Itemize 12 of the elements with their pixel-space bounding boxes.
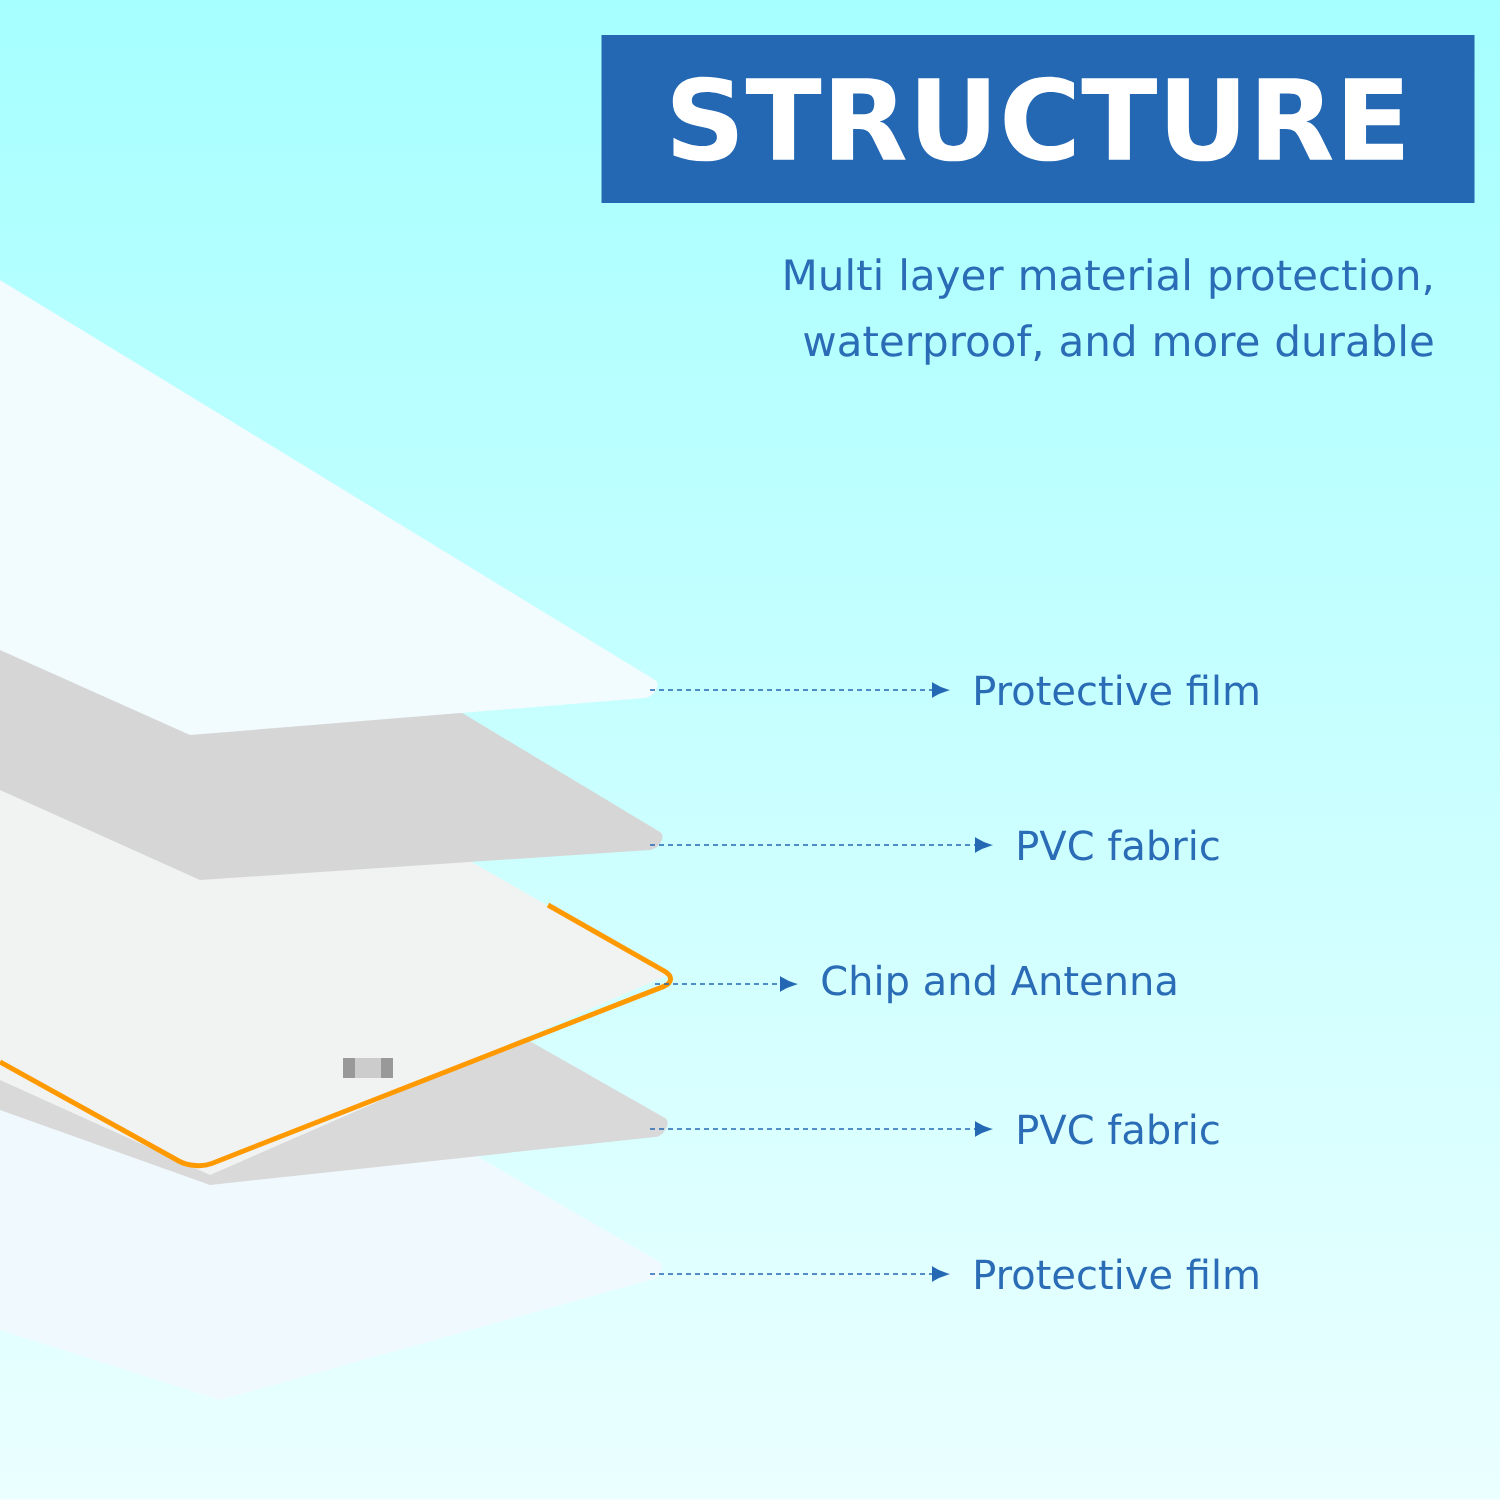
leader-arrow [649,682,949,698]
leader-arrow [649,837,992,853]
title-banner: STRUCTURE [601,35,1475,203]
leader-arrow [654,976,797,992]
leader-arrow [649,1266,949,1282]
layer-label: PVC fabric [1019,829,1219,861]
leader-arrow [649,1121,992,1137]
layer-label: PVC fabric [1019,1113,1219,1145]
layer-label: Protective film [976,1258,1258,1290]
layer-label: Chip and Antenna [822,964,1176,1004]
layer-label: Protective film [976,674,1258,706]
subtitle: Multi layer material protection, waterproof, and more durable [785,258,1433,365]
